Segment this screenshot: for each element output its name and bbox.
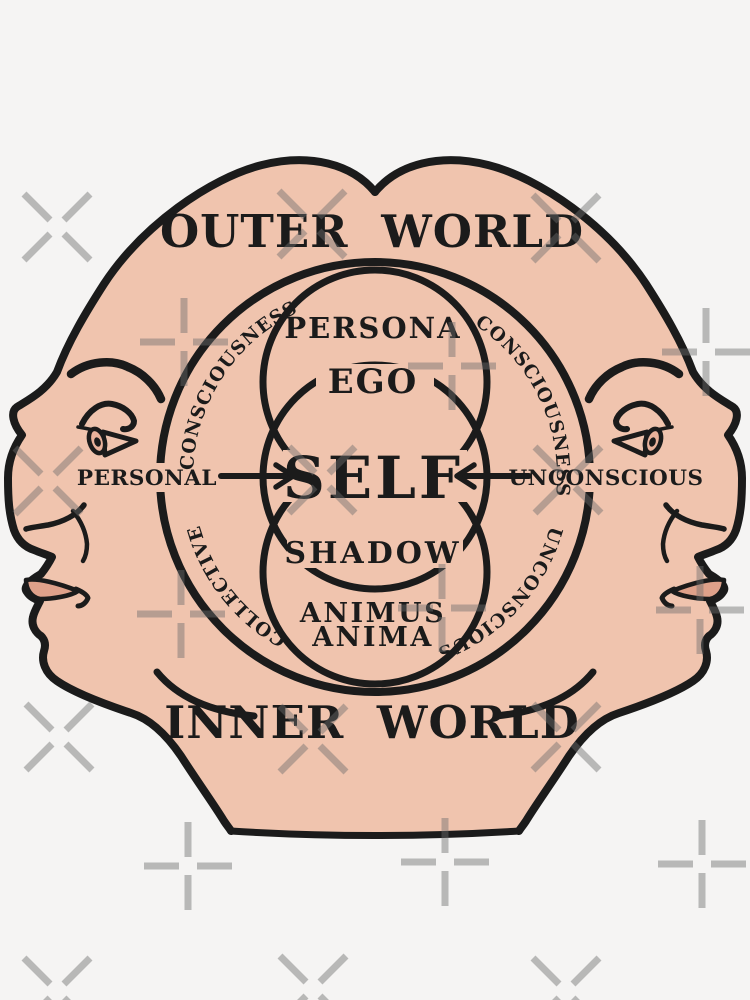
- unconscious-label: UNCONSCIOUS: [508, 466, 703, 491]
- shadow-label: SHADOW: [284, 536, 461, 571]
- self-label: SELF: [283, 444, 463, 512]
- anima-label: ANIMA: [311, 622, 434, 653]
- persona-label: PERSONA: [284, 311, 461, 345]
- ego-label: EGO: [328, 362, 419, 402]
- neck-bottom-edge: [227, 827, 523, 839]
- inner-world-label: INNER WORLD: [164, 696, 579, 749]
- personal-label: PERSONAL: [77, 466, 217, 491]
- animus-label: ANIMUS: [299, 598, 446, 629]
- label-knockouts: [80, 364, 689, 568]
- outer-world-label: OUTER WORLD: [160, 205, 584, 258]
- personal-arrow-icon: [218, 462, 296, 490]
- head-outline: [8, 160, 742, 839]
- unconscious-arrow-icon: [454, 462, 532, 490]
